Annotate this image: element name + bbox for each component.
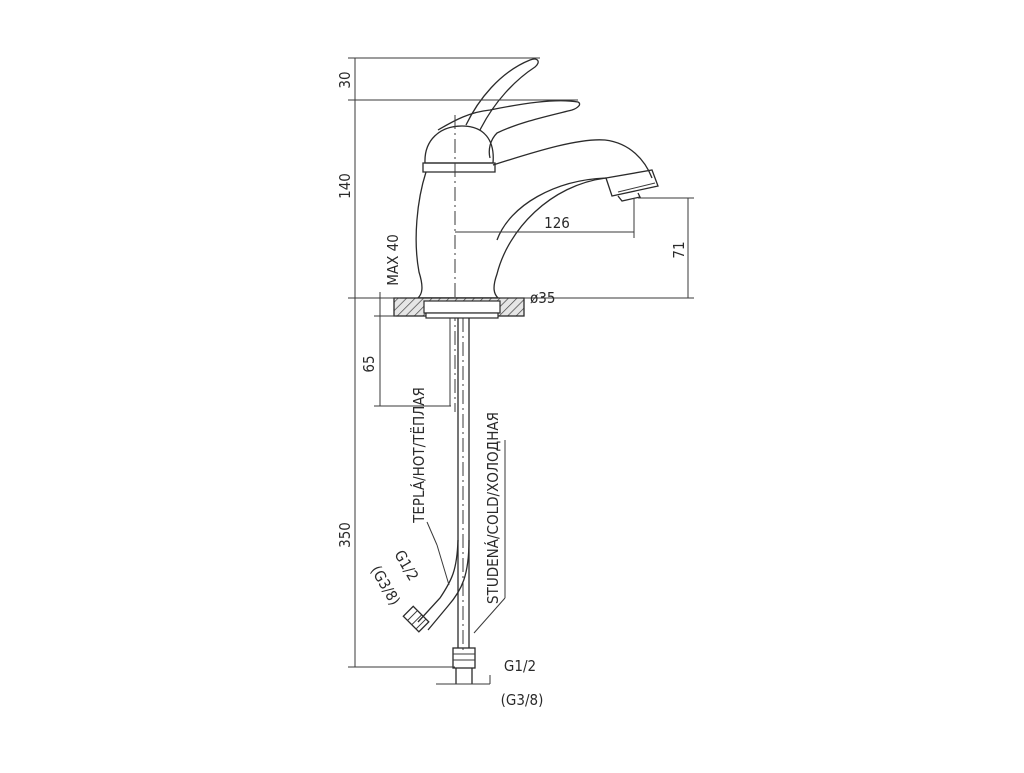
dim-base-diameter: ø35	[530, 289, 555, 307]
dim-body-height: 140	[336, 173, 354, 199]
cold-hose-label: STUDENÁ/COLD/ХОЛОДНАЯ	[483, 412, 502, 604]
dim-tail-depth: 65	[360, 355, 378, 372]
dim-hose-length: 350	[336, 522, 354, 548]
body-column	[415, 171, 607, 299]
dimension-lines	[348, 57, 694, 685]
hot-hose-nut	[402, 605, 430, 633]
cold-hose-nut	[452, 647, 476, 684]
dim-spout-reach: 126	[544, 214, 570, 232]
dim-spout-height: 71	[670, 241, 688, 258]
cold-thread-alt-label: (G3/8)	[501, 691, 544, 709]
hot-hose-label: TEPLÁ/HOT/ТЁПЛАЯ	[409, 387, 428, 524]
dim-lever-lift: 30	[336, 71, 354, 88]
cold-thread-label: G1/2	[504, 657, 536, 675]
lever	[437, 100, 581, 159]
handle-cap	[424, 125, 494, 164]
deck-plate	[350, 297, 528, 319]
faucet-body	[415, 58, 659, 307]
hot-thread-label: G1/2	[390, 547, 422, 584]
lever-raised	[465, 58, 539, 131]
dim-max-deck: MAX 40	[384, 234, 402, 286]
aerator	[605, 169, 659, 197]
spout	[492, 139, 653, 179]
hose-assembly	[402, 318, 476, 684]
